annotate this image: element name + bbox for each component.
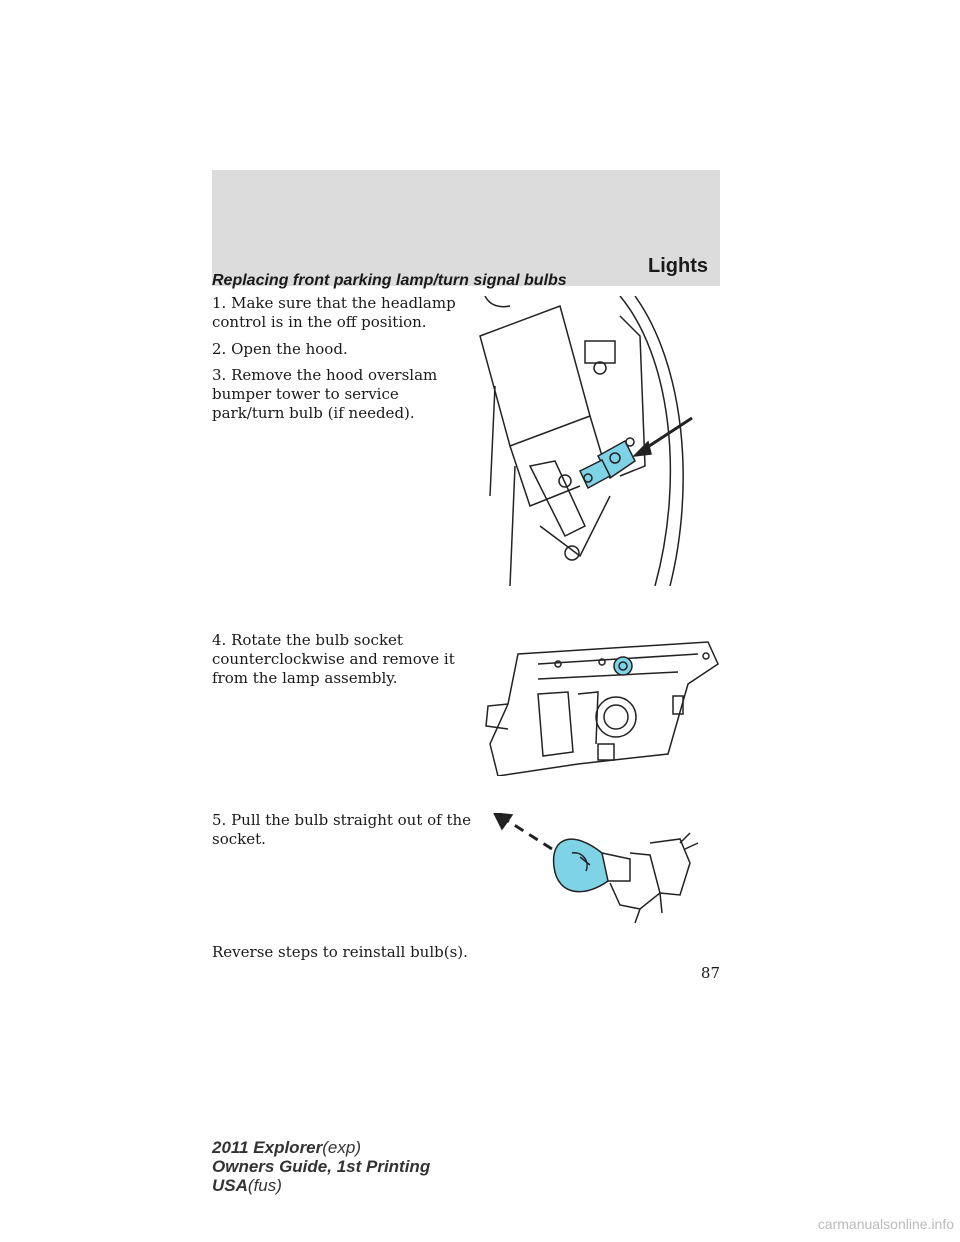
pull-direction-arrow (507, 819, 553, 851)
bulb-socket-highlight (613, 656, 633, 676)
footer-line-3: USA(fus) (212, 1176, 282, 1195)
footer-line-2: Owners Guide, 1st Printing (212, 1157, 431, 1176)
header-band: Lights (212, 170, 720, 286)
bulb-highlight (552, 838, 609, 893)
reinstall-note: Reverse steps to reinstall bulb(s). (212, 943, 468, 961)
step-2: 2. Open the hood. (212, 340, 348, 358)
lamp-assembly-illustration (485, 641, 719, 776)
section-title: Lights (648, 255, 708, 277)
step-4: 4. Rotate the bulb socket counterclockwi… (212, 631, 455, 687)
step-5: 5. Pull the bulb straight out of the soc… (212, 811, 472, 848)
step-3: 3. Remove the hood overslam bumper tower… (212, 366, 438, 422)
watermark: carmanualsonline.info (817, 1216, 954, 1232)
section-heading: Replacing front parking lamp/turn signal… (212, 272, 567, 289)
step-1: 1. Make sure that the headlamp control i… (212, 294, 456, 331)
footer-line-1: 2011 Explorer(exp) (212, 1138, 361, 1157)
footer: 2011 Explorer(exp) Owners Guide, 1st Pri… (212, 1138, 430, 1195)
engine-bay-illustration (479, 296, 693, 586)
bulb-removal-illustration (493, 813, 699, 924)
page-number: 87 (700, 964, 720, 982)
